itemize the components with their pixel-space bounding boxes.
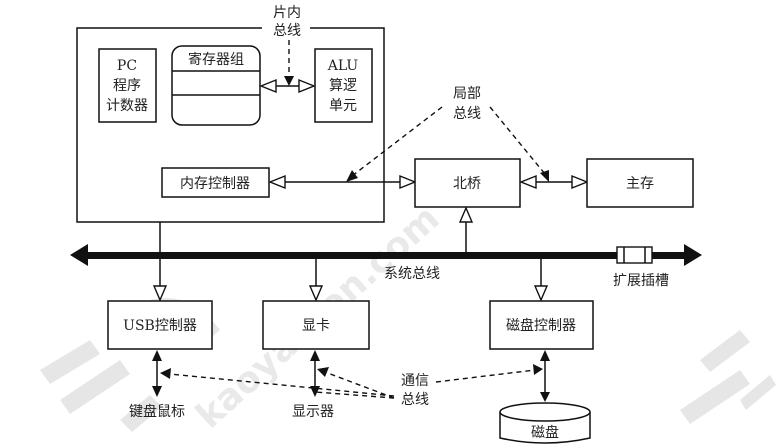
northbridge-bus-link: [458, 206, 474, 254]
pc-box: [98, 48, 157, 123]
memory-controller-box: [161, 167, 270, 198]
expansion-slot: [616, 246, 653, 264]
system-bus-label: 系统总线: [384, 266, 440, 282]
comm-bus-label-2: 总线: [401, 392, 429, 408]
northbridge-label: 北桥: [453, 176, 481, 192]
bus-disk-controller-link: [533, 259, 549, 302]
main-memory-box: [586, 158, 694, 208]
expansion-slot-label: 扩展插槽: [613, 273, 669, 289]
bus-gpu-link: [308, 259, 324, 302]
northbridge-memory-link: [519, 174, 589, 190]
local-bus-label-2: 总线: [453, 106, 481, 122]
comm-bus-pointers: [160, 364, 543, 399]
memory-controller-label: 内存控制器: [180, 176, 250, 192]
keyboard-mouse-label: 键盘鼠标: [129, 403, 185, 420]
pc-label-1: PC: [117, 58, 137, 74]
local-bus-label-1: 局部: [453, 86, 481, 102]
main-memory-label: 主存: [626, 176, 654, 192]
northbridge-box: [414, 158, 521, 208]
disk-label: 磁盘: [531, 424, 559, 441]
alu-label-3: 单元: [329, 98, 357, 114]
alu-label-2: 算逻: [329, 78, 357, 94]
monitor-label: 显示器: [292, 404, 334, 420]
bus-usb-arrow: [152, 285, 168, 302]
disk-cylinder: [499, 402, 591, 444]
on-chip-bus-label-2: 总线: [273, 23, 301, 39]
usb-keyboard-link: [152, 350, 162, 397]
alu-label-1: ALU: [327, 58, 359, 74]
pc-label-3: 计数器: [106, 98, 148, 114]
on-chip-bus-connector: [259, 40, 316, 94]
disk-controller-box: [489, 300, 594, 350]
mc-northbridge-link: [268, 174, 417, 190]
register-file-box: [171, 45, 261, 126]
disk-controller-disk-link: [540, 350, 550, 402]
disk-controller-label: 磁盘控制器: [506, 317, 576, 334]
pc-label-2: 程序: [113, 78, 141, 94]
comm-bus-label-1: 通信: [401, 373, 429, 389]
on-chip-bus-label-1: 片内: [273, 5, 301, 21]
usb-controller-label: USB控制器: [123, 318, 197, 334]
register-file-label: 寄存器组: [188, 51, 244, 68]
system-bus: [70, 244, 702, 266]
gpu-monitor-link: [310, 350, 320, 397]
local-bus-pointers: [346, 106, 549, 182]
graphics-card-box: [262, 300, 370, 350]
alu-box: [314, 48, 373, 123]
usb-controller-box: [107, 300, 213, 350]
graphics-card-label: 显卡: [302, 318, 330, 334]
